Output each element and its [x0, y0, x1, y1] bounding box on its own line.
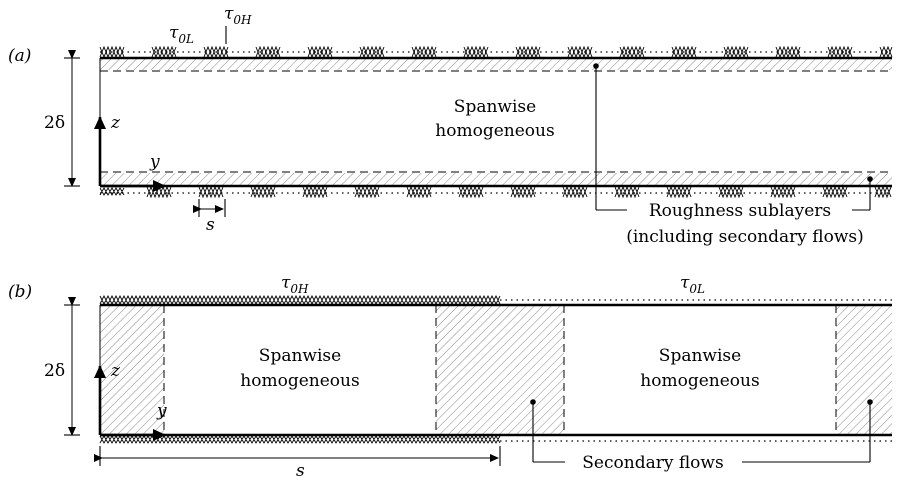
tau-high-label: τ0H — [224, 4, 252, 27]
roughness-patch-bottom — [458, 185, 484, 199]
rough-strip-bottom — [99, 435, 501, 444]
bottom-rough-strip-b — [99, 435, 501, 444]
panel-a: (a) τ0H τ0L 2δ z y Spanwise homogeneous — [8, 4, 893, 247]
z-axis-label: z — [110, 113, 121, 133]
roughness-patch-bottom — [406, 185, 432, 199]
region2-label-line2: homogeneous — [640, 371, 759, 391]
height-label-b: 2δ — [44, 361, 65, 381]
tau-high-label-b: τ0H — [281, 273, 309, 296]
roughness-patch-bottom — [250, 185, 276, 199]
roughness-patch-bottom — [770, 185, 796, 199]
y-axis-label-b: y — [156, 401, 167, 421]
spacing-label-b: s — [296, 461, 305, 477]
region1-label-line1: Spanwise — [259, 346, 341, 366]
region1-label-line2: homogeneous — [240, 371, 359, 391]
roughness-patch-bottom — [198, 185, 224, 199]
panel-b: (b) τ0H τ0L 2δ z y Spanwise homogeneous — [8, 273, 892, 477]
bottom-roughness-patches — [99, 185, 892, 199]
region-label-line2: homogeneous — [435, 121, 554, 141]
roughness-patch-top — [463, 45, 489, 59]
region2-label-line1: Spanwise — [659, 346, 741, 366]
roughness-patch-bottom — [718, 185, 744, 199]
region-label-line1: Spanwise — [454, 97, 536, 117]
sublayer-label-line2: (including secondary flows) — [626, 227, 864, 247]
roughness-patch-top — [411, 45, 437, 59]
roughness-patch-bottom — [666, 185, 692, 199]
roughness-patch-bottom — [354, 185, 380, 199]
z-axis-label-b: z — [110, 361, 121, 381]
roughness-patch-top — [359, 45, 385, 59]
roughness-patch-bottom — [510, 185, 536, 199]
y-axis-label: y — [149, 152, 160, 172]
roughness-patch-bottom — [614, 185, 640, 199]
top-sublayer-hatch — [100, 59, 892, 70]
rough-strip-top — [99, 294, 501, 306]
secondary-flows-label: Secondary flows — [582, 453, 723, 473]
bottom-sublayer-hatch — [100, 173, 892, 185]
tau-low-label-b: τ0L — [680, 273, 705, 296]
secondary-region-middle — [436, 305, 564, 435]
panel-b-label: (b) — [8, 282, 32, 302]
roughness-patch-bottom — [562, 185, 588, 199]
secondary-region-left — [100, 305, 164, 435]
height-label: 2δ — [44, 113, 65, 133]
roughness-patch-bottom — [146, 185, 172, 199]
roughness-patch-top — [879, 45, 893, 59]
tau-low-label: τ0L — [169, 23, 194, 46]
spacing-label: s — [206, 215, 215, 235]
top-rough-strip-b — [99, 294, 501, 306]
roughness-patch-top — [515, 45, 541, 59]
roughness-patch-bottom — [302, 185, 328, 199]
roughness-patch-bottom — [99, 187, 125, 196]
roughness-patch-bottom — [874, 185, 892, 199]
roughness-patch-bottom — [822, 185, 848, 199]
secondary-region-right — [836, 305, 892, 435]
panel-a-label: (a) — [8, 46, 31, 66]
sublayer-label-line1: Roughness sublayers — [649, 201, 831, 221]
